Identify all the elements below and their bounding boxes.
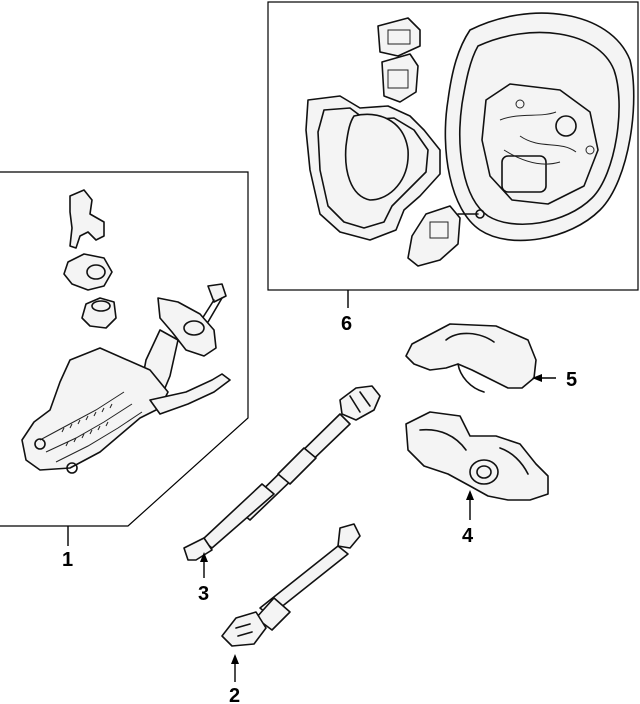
steering-column (21, 189, 231, 474)
lower-column-shroud (405, 411, 549, 501)
leader-lines (67, 290, 556, 682)
callout-1: 1 (62, 549, 73, 571)
callout-6: 6 (341, 313, 352, 335)
steering-column-frame (0, 171, 249, 527)
upper-column-shroud (405, 323, 537, 393)
intermediate-shaft-lower (221, 523, 361, 647)
callout-2: 2 (229, 685, 240, 704)
callout-3: 3 (198, 583, 209, 605)
callout-5: 5 (566, 369, 577, 391)
intermediate-shaft-upper (183, 385, 381, 561)
steering-wheel-group (305, 12, 635, 267)
callout-4: 4 (462, 525, 474, 547)
steering-wheel-frame (267, 1, 639, 291)
